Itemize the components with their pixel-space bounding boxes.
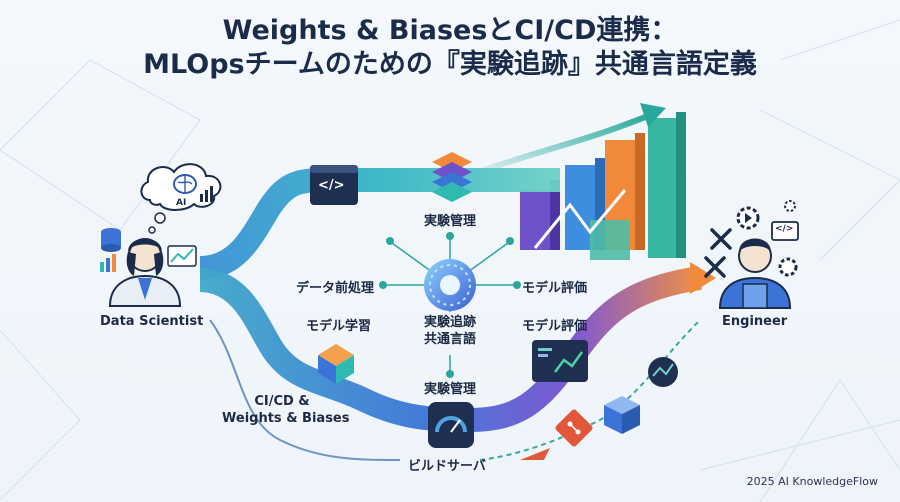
title-line-2: MLOpsチームのための『実験追跡』共通言語定義 [143,49,757,80]
layers-icon [432,152,472,202]
flow-band-top [199,168,560,280]
background-network [0,19,900,502]
central-hub-icon [424,259,476,311]
label-center-line1: 実験追跡 [423,315,476,330]
hub-nodes [379,232,521,378]
tools-icon [704,256,726,278]
role-data-scientist: Data Scientist [100,314,204,329]
label-build-server: ビルドサーバ [408,459,486,474]
server-box-icon [604,396,640,434]
footer-credit: 2025 AI KnowledgeFlow [746,475,878,488]
arrow-marker [520,448,550,460]
small-bar-icon [100,254,116,272]
label-model-eval-2: モデル評価 [522,319,588,334]
gear-icon-right [778,257,798,277]
chart-trend-line [533,189,627,249]
page-title: Weights & BiasesとCI/CD連携： MLOpsチームのための『実… [0,14,900,82]
code-window-icon [310,165,358,205]
gauge-icon [428,402,474,448]
label-cicd: CI/CD & Weights & Biases [222,393,350,427]
label-model-training: モデル学習 [306,319,372,334]
title-line-1: Weights & BiasesとCI/CD連携： [222,15,678,46]
bar-chart-graphic [520,112,686,260]
growth-arrow-head [640,103,666,127]
label-model-eval-1: モデル評価 [522,281,588,296]
code-glyph-engineer: </> [775,224,794,234]
git-icon [555,409,593,447]
growth-arrow [468,112,652,178]
dashboard-icon [532,340,588,382]
connector-left [209,319,401,461]
role-engineer: Engineer [722,314,788,329]
monitoring-icon [648,357,678,387]
label-cicd-line1: CI/CD & [254,394,310,409]
flow-arrow-head [690,262,716,294]
database-icon [101,228,121,252]
code-glyph: </> [318,178,345,193]
label-cicd-line2: Weights & Biases [222,411,350,426]
engineer-avatar [718,238,792,309]
gear-icon [736,206,760,230]
mini-bar-icon [200,186,213,202]
label-exp-mgmt-top: 実験管理 [424,214,477,229]
label-center: 実験追跡 共通言語 [414,314,486,348]
data-scientist-avatar [108,238,182,307]
code-monitor-icon [771,221,799,241]
connector-right [479,319,701,461]
label-exp-mgmt-bottom: 実験管理 [424,382,477,397]
label-center-line2: 共通言語 [423,332,476,347]
wrench-icon [710,228,732,250]
brain-icon [173,174,197,194]
cloud-ai-badge: AI [176,198,187,208]
label-data-preprocess: データ前処理 [296,281,375,296]
gear-icon-small [784,200,796,212]
small-line-chart-icon [167,245,197,267]
cube-icon [318,344,354,384]
